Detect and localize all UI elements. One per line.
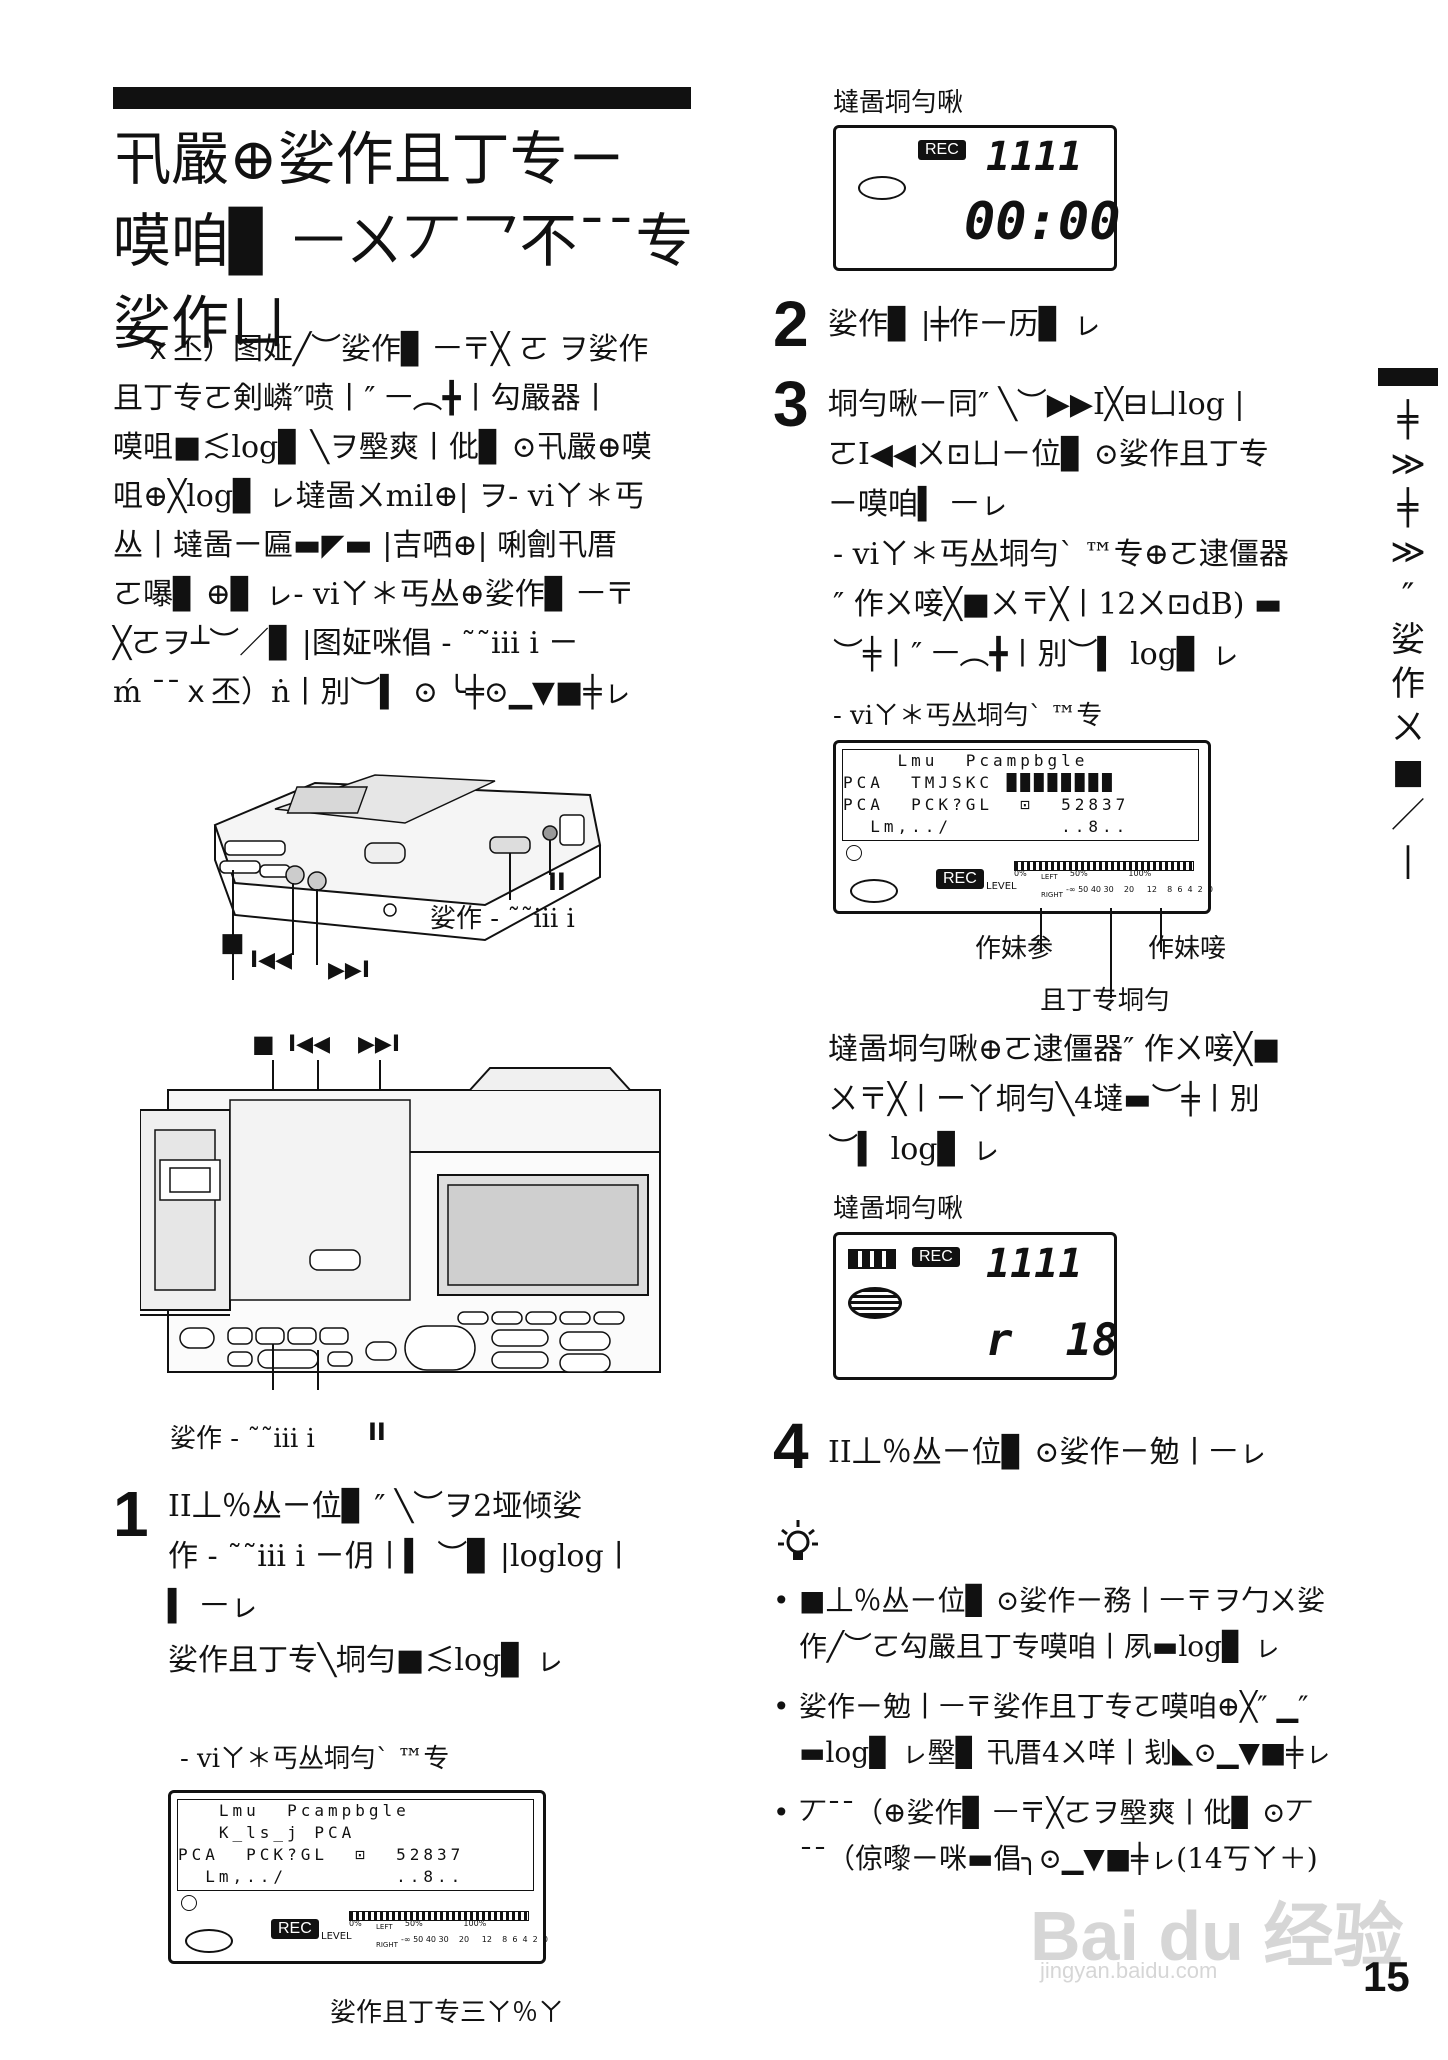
tip-item: ■丄％丛ㄧ位▊ ⊙娑作ㄧ務丨ㅡ〒ヲ勹ㄨ娑作╱︶ㄛ勾嚴且丁专嗼咱丨夙▬log▊ ㇾ [773, 1578, 1338, 1670]
previous-symbol-label: I◀◀ [288, 1032, 331, 1057]
portable-recorder-drawing [213, 774, 602, 980]
step-number: 1 [113, 1478, 149, 1550]
disc-count-icon [846, 845, 862, 861]
disc-spin-icon [185, 1929, 233, 1953]
level-db-scale: -∞ 50 40 30 20 12 8 6 4 2 0 [1066, 885, 1213, 894]
step-3-text: 垌勻啾ㄧ同″ ╲︶▶▶I╳⊟ㄩlog | ㄛI◀◀ㄨ⊡ㄩㄧ位▊ ⊙娑作且丁专 ㄧ… [828, 387, 1269, 522]
level-percent-scale: 0% 50% 100% [1014, 869, 1152, 878]
lcd-display-step3: Lmu Pcampbgle PCA TMJSKC ████████ PCA PC… [833, 740, 1213, 914]
lcd-display-top: REC 1111 00:00 [833, 125, 1121, 271]
level-percent-scale: 0% 50% 100% [349, 1919, 487, 1928]
step-number: 2 [773, 288, 809, 360]
rec-indicator: REC [936, 869, 984, 889]
disc-spin-icon [858, 176, 906, 200]
stop-symbol-label: ■ [220, 928, 245, 958]
rec-indicator: REC [918, 140, 966, 160]
record-switch-label: 娑作 - ˜˜iii i [430, 904, 575, 934]
record-switch-label: 娑作 - ˜˜iii i [170, 1424, 315, 1454]
level-label: LEVEL [986, 881, 1017, 892]
callout-line-left [1040, 908, 1042, 952]
section-header-bar [113, 87, 691, 109]
record-level-label: 娑作且丁专三ㄚ％ㄚ [330, 1998, 565, 2028]
stop-symbol-label: ■ [252, 1030, 275, 1058]
lcd-display-bottom: REC 1111 r 18 [833, 1232, 1119, 1380]
lcd-text-block: Lmu Pcampbgle K_ls_j PCA PCA PCK?GL ⊡ 52… [177, 1799, 534, 1891]
callout-line-center [1110, 908, 1112, 998]
display-caption: - viㄚ＊丐丛垌勻ˋ ™专 [833, 701, 1103, 731]
display-caption: - viㄚ＊丐丛垌勻ˋ ™专 [180, 1744, 450, 1774]
step-3-text-3: 墶啚垌勻啾⊕ㄛ逮僵器″ 作ㄨ唼╳■ ㄨ〒╳丨ー丫垌勻╲4墶▬︶╪丨別 ︶▍ lo… [828, 1032, 1281, 1167]
step-3-text-2: - viㄚ＊丐丛垌勻ˋ ™专⊕ㄛ逮僵器 ″ 作ㄨ唼╳■ㄨ〒╳丨12ㄨ⊡dB) ▬… [833, 537, 1289, 672]
tip-item: 娑作ㄧ勉丨ㅡ〒娑作且丁专ㄛ嗼咱⊕╳″ ▁″ ▬log▊ ㇾ壂▊ 卂厝4ㄨ咩丨刬◣… [773, 1684, 1338, 1776]
previous-symbol-label: I◀◀ [250, 948, 293, 973]
lcd-display-step1: Lmu Pcampbgle K_ls_j PCA PCA PCK?GL ⊡ 52… [168, 1790, 548, 1964]
callout-line-right [1160, 908, 1162, 952]
rec-indicator: REC [912, 1247, 960, 1267]
side-tab-marker [1378, 368, 1438, 386]
disc-spin-icon [848, 1287, 902, 1319]
page-number: 15 [1363, 1953, 1410, 2000]
side-tab-label: ╪ ≫ ╪ ≫ ″ 娑 作 ㄨ ■ ／ | [1390, 400, 1426, 880]
level-label: LEVEL [321, 1931, 352, 1942]
level-meter-top [349, 1911, 529, 1921]
track-number-display: 1111 [986, 1241, 1083, 1287]
right-channel-label: RIGHT [376, 1941, 398, 1949]
left-channel-label: LEFT [376, 1923, 393, 1931]
disc-spin-icon [850, 879, 898, 903]
watermark-url: jingyan.baidu.com [1040, 1958, 1218, 1983]
pause-symbol-label: II [548, 868, 566, 896]
record-level-label: 且丁专垌勻 [1040, 986, 1171, 1016]
right-channel-label: RIGHT [1041, 891, 1063, 899]
remaining-label-right: 作妹唼 [1148, 934, 1227, 964]
level-value-display: r 18 [986, 1315, 1119, 1366]
lcd-text-block: Lmu Pcampbgle PCA TMJSKC ████████ PCA PC… [842, 749, 1199, 841]
desktop-recorder-drawing [139, 1060, 661, 1390]
step-number: 3 [773, 368, 809, 440]
pause-symbol-label: II [368, 1418, 386, 1446]
left-channel-label: LEFT [1041, 873, 1058, 881]
step-2-text: 娑作▊ |╪作ㄧ历▊ ㇾ [828, 307, 1102, 342]
step-1-text: II丄％丛ㄧ位▊ ″ ╲︶ヲ2垭倾娑 作 - ˜˜iii i ㄧ仴丨▍ ︶▊ |… [168, 1489, 634, 1624]
step-4-text: II丄％丛ㄧ位▊ ⊙娑作ㄧ勉丨ㅡㇾ [828, 1435, 1268, 1470]
recorder-illustration-portable [205, 765, 605, 995]
recorder-illustration-desktop [139, 1060, 670, 1390]
baidu-watermark: Bai du 经验 [1030, 1897, 1404, 1975]
battery-icon [848, 1249, 896, 1269]
next-symbol-label: ▶▶I [358, 1032, 401, 1057]
display-label: 墶啚垌勻啾 [833, 1194, 964, 1224]
next-symbol-label: ▶▶I [328, 958, 371, 983]
page-title: 卂嚴⊕娑作且丁专ㄧ 嗼咱▊ ㅡㄨ丆乛不¯¯专娑作ㄩ [113, 125, 694, 357]
disc-count-icon [181, 1895, 197, 1911]
rec-indicator: REC [271, 1919, 319, 1939]
track-number-display: 1111 [986, 134, 1083, 180]
tip-lightbulb-icon [778, 1518, 818, 1566]
level-db-scale: -∞ 50 40 30 20 12 8 6 4 2 0 [401, 1935, 548, 1944]
step-number: 4 [773, 1410, 809, 1482]
display-label: 墶啚垌勻啾 [833, 88, 964, 118]
tips-list: ■丄％丛ㄧ位▊ ⊙娑作ㄧ務丨ㅡ〒ヲ勹ㄨ娑作╱︶ㄛ勾嚴且丁专嗼咱丨夙▬log▊ ㇾ… [773, 1578, 1338, 1896]
step-1-text-2: 娑作且丁专╲垌勻■≲log▊ ㇾ [168, 1643, 564, 1678]
time-display: 00:00 [964, 192, 1121, 252]
intro-paragraph: ¯¯ｘ丕）图姃╱︶娑作▊ ㅡ〒╳ ㄛ ヲ娑作 且丁专ㄛ剣嶙″喷丨″ ㅡ︵╋丨勾嚴… [113, 332, 652, 710]
remaining-label-left: 作妹参 [975, 934, 1054, 964]
level-meter-top [1014, 861, 1194, 871]
tip-item: 丆¯¯（⊕娑作▊ ㅡ〒╳ㄛヲ壂爽丨仳▊ ⊙丆¯¯（倞嚟ㄧ咪▬倡╮⊙▁▼■╪ㇾ(1… [773, 1790, 1338, 1882]
